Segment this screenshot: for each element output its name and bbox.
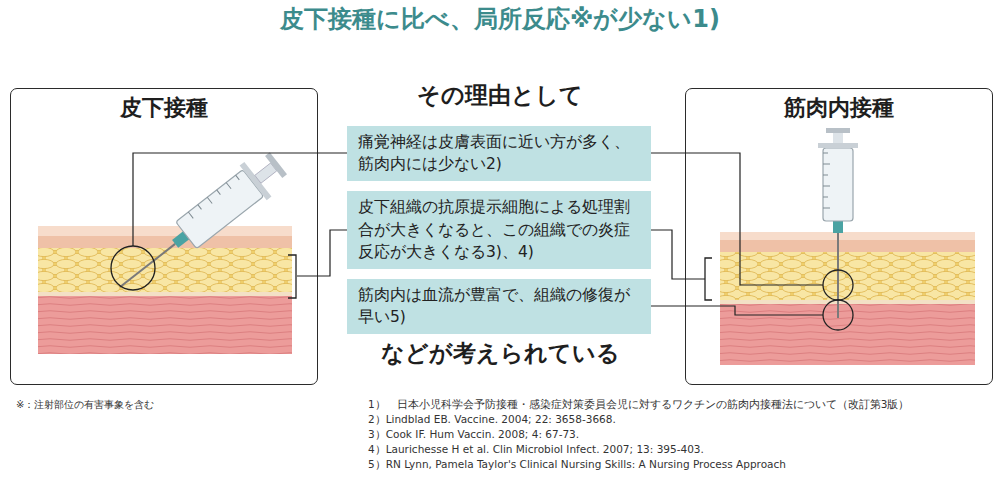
epidermis-layer xyxy=(38,236,292,248)
leader-line xyxy=(651,306,823,315)
scale-marks xyxy=(188,175,240,218)
reason-box: 筋肉内は血流が豊富で、組織の修復が早い5) xyxy=(347,279,651,334)
panel-heading: 筋肉内接種 xyxy=(686,93,992,123)
fascia-layer xyxy=(38,292,292,296)
page-title: 皮下接種に比べ、局所反応※が少ない1) xyxy=(0,3,1000,35)
reference: 1） 日本小児科学会予防接種・感染症対策委員会児に対するワクチンの筋肉内接種法に… xyxy=(368,398,996,412)
reference: 4）Laurichesse H et al. Clin Microbiol In… xyxy=(368,443,996,457)
reason-box: 痛覚神経は皮膚表面に近い方が多く、筋肉内には少ない2) xyxy=(347,126,651,181)
needle-hub xyxy=(172,231,189,247)
reason-text: 皮下組織の抗原提示細胞による処理割合が大きくなると、この組織での炎症反応が大きく… xyxy=(358,196,640,263)
needle xyxy=(120,244,175,287)
skin-surface xyxy=(38,226,292,236)
panel-heading: 皮下接種 xyxy=(11,93,317,123)
leader-line xyxy=(297,230,347,276)
syringe-flange xyxy=(240,162,272,200)
focus-circle xyxy=(823,270,853,300)
syringe xyxy=(106,146,291,304)
focus-circle xyxy=(111,246,155,290)
leader-line xyxy=(651,153,823,285)
syringe-barrel xyxy=(176,170,264,249)
plunger-rod xyxy=(833,133,843,143)
layer-bracket xyxy=(288,255,296,298)
plunger-head xyxy=(826,128,850,133)
needle xyxy=(837,233,839,318)
fascia-layer xyxy=(720,300,975,304)
leader-line xyxy=(651,230,705,279)
reference: 3）Cook IF. Hum Vaccin. 2008; 4: 67-73. xyxy=(368,428,996,442)
needle-hub xyxy=(833,221,843,233)
reference: 5）RN Lynn, Pamela Taylor's Clinical Nurs… xyxy=(368,458,996,472)
muscle-layer xyxy=(38,296,292,354)
syringe-flange xyxy=(818,143,858,148)
skin-block xyxy=(38,226,292,354)
section-heading: その理由として xyxy=(300,80,700,111)
reason-text: 筋肉内は血流が豊富で、組織の修復が早い5) xyxy=(358,284,640,329)
layer-bracket xyxy=(705,258,712,300)
skin-block xyxy=(720,232,975,365)
section-closing: などが考えられている xyxy=(300,338,700,369)
footnote: ※：注射部位の有害事象を含む xyxy=(16,398,346,412)
epidermis-layer xyxy=(720,240,975,252)
reason-box: 皮下組織の抗原提示細胞による処理割合が大きくなると、この組織での炎症反応が大きく… xyxy=(347,191,651,269)
fat-layer xyxy=(720,252,975,300)
plunger-head xyxy=(265,152,287,178)
method-panel: 筋肉内接種 xyxy=(685,88,993,385)
syringe xyxy=(818,128,858,318)
scale-marks xyxy=(823,153,830,208)
reference: 2）Lindblad EB. Vaccine. 2004; 22: 3658-3… xyxy=(368,413,996,427)
plunger-rod xyxy=(255,163,277,183)
reason-text: 痛覚神経は皮膚表面に近い方が多く、筋肉内には少ない2) xyxy=(358,131,640,176)
leader-line xyxy=(133,153,347,246)
method-panel: 皮下接種 xyxy=(10,88,318,385)
fat-layer xyxy=(38,248,292,292)
muscle-layer xyxy=(720,304,975,365)
syringe-barrel xyxy=(823,148,853,221)
skin-surface xyxy=(720,232,975,240)
focus-circle xyxy=(823,300,853,330)
